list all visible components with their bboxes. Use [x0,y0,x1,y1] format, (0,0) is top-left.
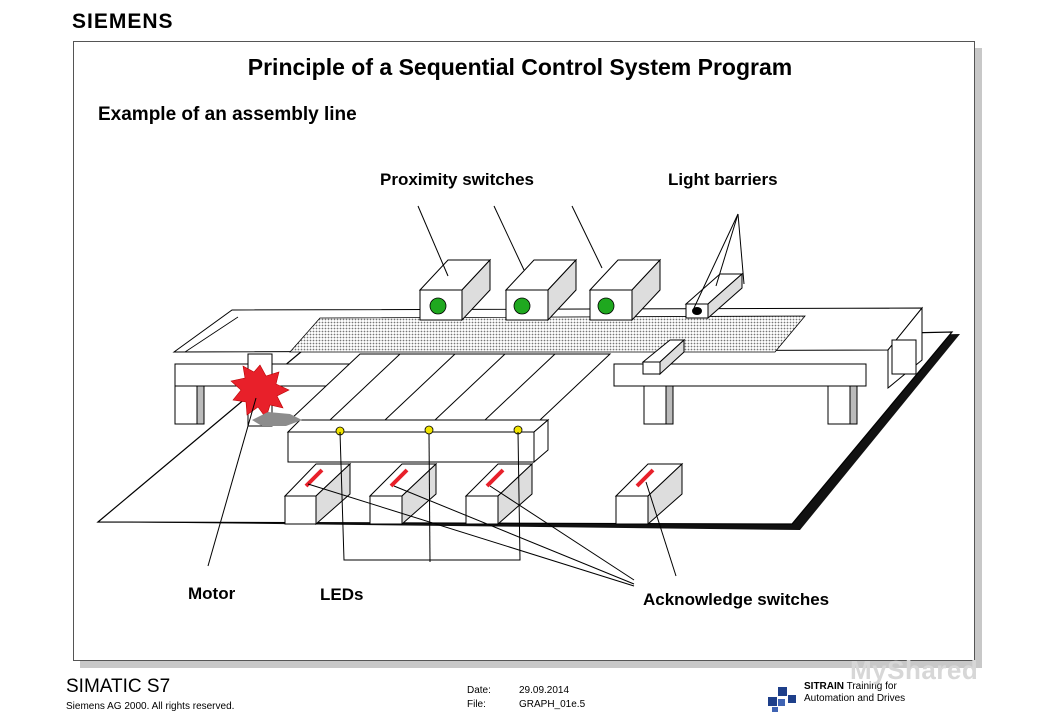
right-leg-2 [827,385,851,425]
acknowledge-switch-1 [283,462,352,526]
file-label: File: [467,699,486,710]
leader-lines [207,205,745,587]
motor-burst-icon [230,364,290,419]
slide-subtitle: Example of an assembly line [98,104,357,125]
right-beam [613,363,867,387]
proximity-switch-3 [588,258,662,322]
acknowledge-switch-4 [614,462,684,526]
acknowledge-switch-2 [368,462,438,526]
file-value: GRAPH_01e.5 [519,699,586,710]
acknowledge-switch-3 [464,462,534,526]
watermark: MyShared [850,655,979,685]
training-line1: Training for [846,681,897,692]
proximity-switch-1 [418,258,492,322]
acknowledge-switches-label: Acknowledge switches [643,590,830,609]
product-name: SIMATIC S7 [66,676,171,697]
date-value: 29.09.2014 [519,685,570,696]
leds-label: LEDs [320,585,364,604]
copyright: Siemens AG 2000. All rights reserved. [66,701,235,712]
led-bar [287,431,535,463]
sitrain-name: SITRAIN [804,681,844,692]
footer-meta: Date: 29.09.2014 File: GRAPH_01e.5 [467,684,585,712]
light-barriers-label: Light barriers [668,170,778,189]
led-2 [424,425,434,435]
left-leg-1 [174,385,198,425]
training-line2: Automation and Drives [804,693,906,704]
conveyor-belt [289,315,806,353]
siemens-logo: SIEMENS [72,10,174,33]
slide-title: Principle of a Sequential Control System… [247,54,793,80]
date-label: Date: [467,685,491,696]
light-barrier-top [684,272,744,320]
motor-label: Motor [188,584,236,603]
right-leg-1 [643,385,667,425]
sitrain-logo-icon [768,687,796,712]
conveyor-end-post [891,339,917,375]
proximity-switch-2 [504,258,578,322]
proximity-switches-label: Proximity switches [380,170,535,189]
motor-smoke [252,412,302,426]
light-barrier-bottom [641,338,686,376]
footer-product: SIMATIC S7 Siemens AG 2000. All rights r… [66,676,234,712]
